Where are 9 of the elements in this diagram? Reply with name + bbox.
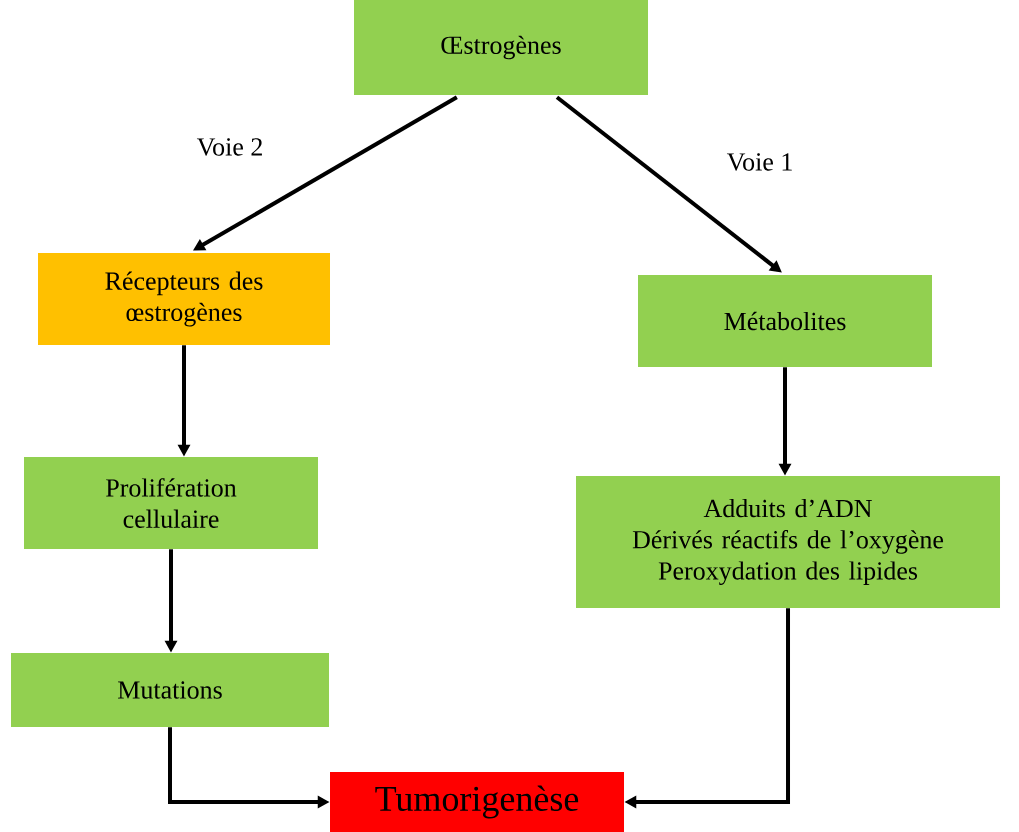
process-box: Prolifération cellulaire: [24, 457, 318, 549]
result-box: Tumorigenèse: [330, 772, 624, 832]
process-box: Adduits d’ADN Dérivés réactifs de l’oxygène Peroxydation des lipides: [576, 476, 1000, 608]
edge-label: Voie 2: [196, 138, 262, 156]
process-box: Œstrogènes: [354, 0, 648, 95]
process-box: Récepteurs des œstrogènes: [38, 253, 330, 345]
edge-label: Voie 1: [726, 153, 792, 171]
process-box: Mutations: [11, 653, 329, 727]
process-box: Métabolites: [638, 275, 932, 367]
